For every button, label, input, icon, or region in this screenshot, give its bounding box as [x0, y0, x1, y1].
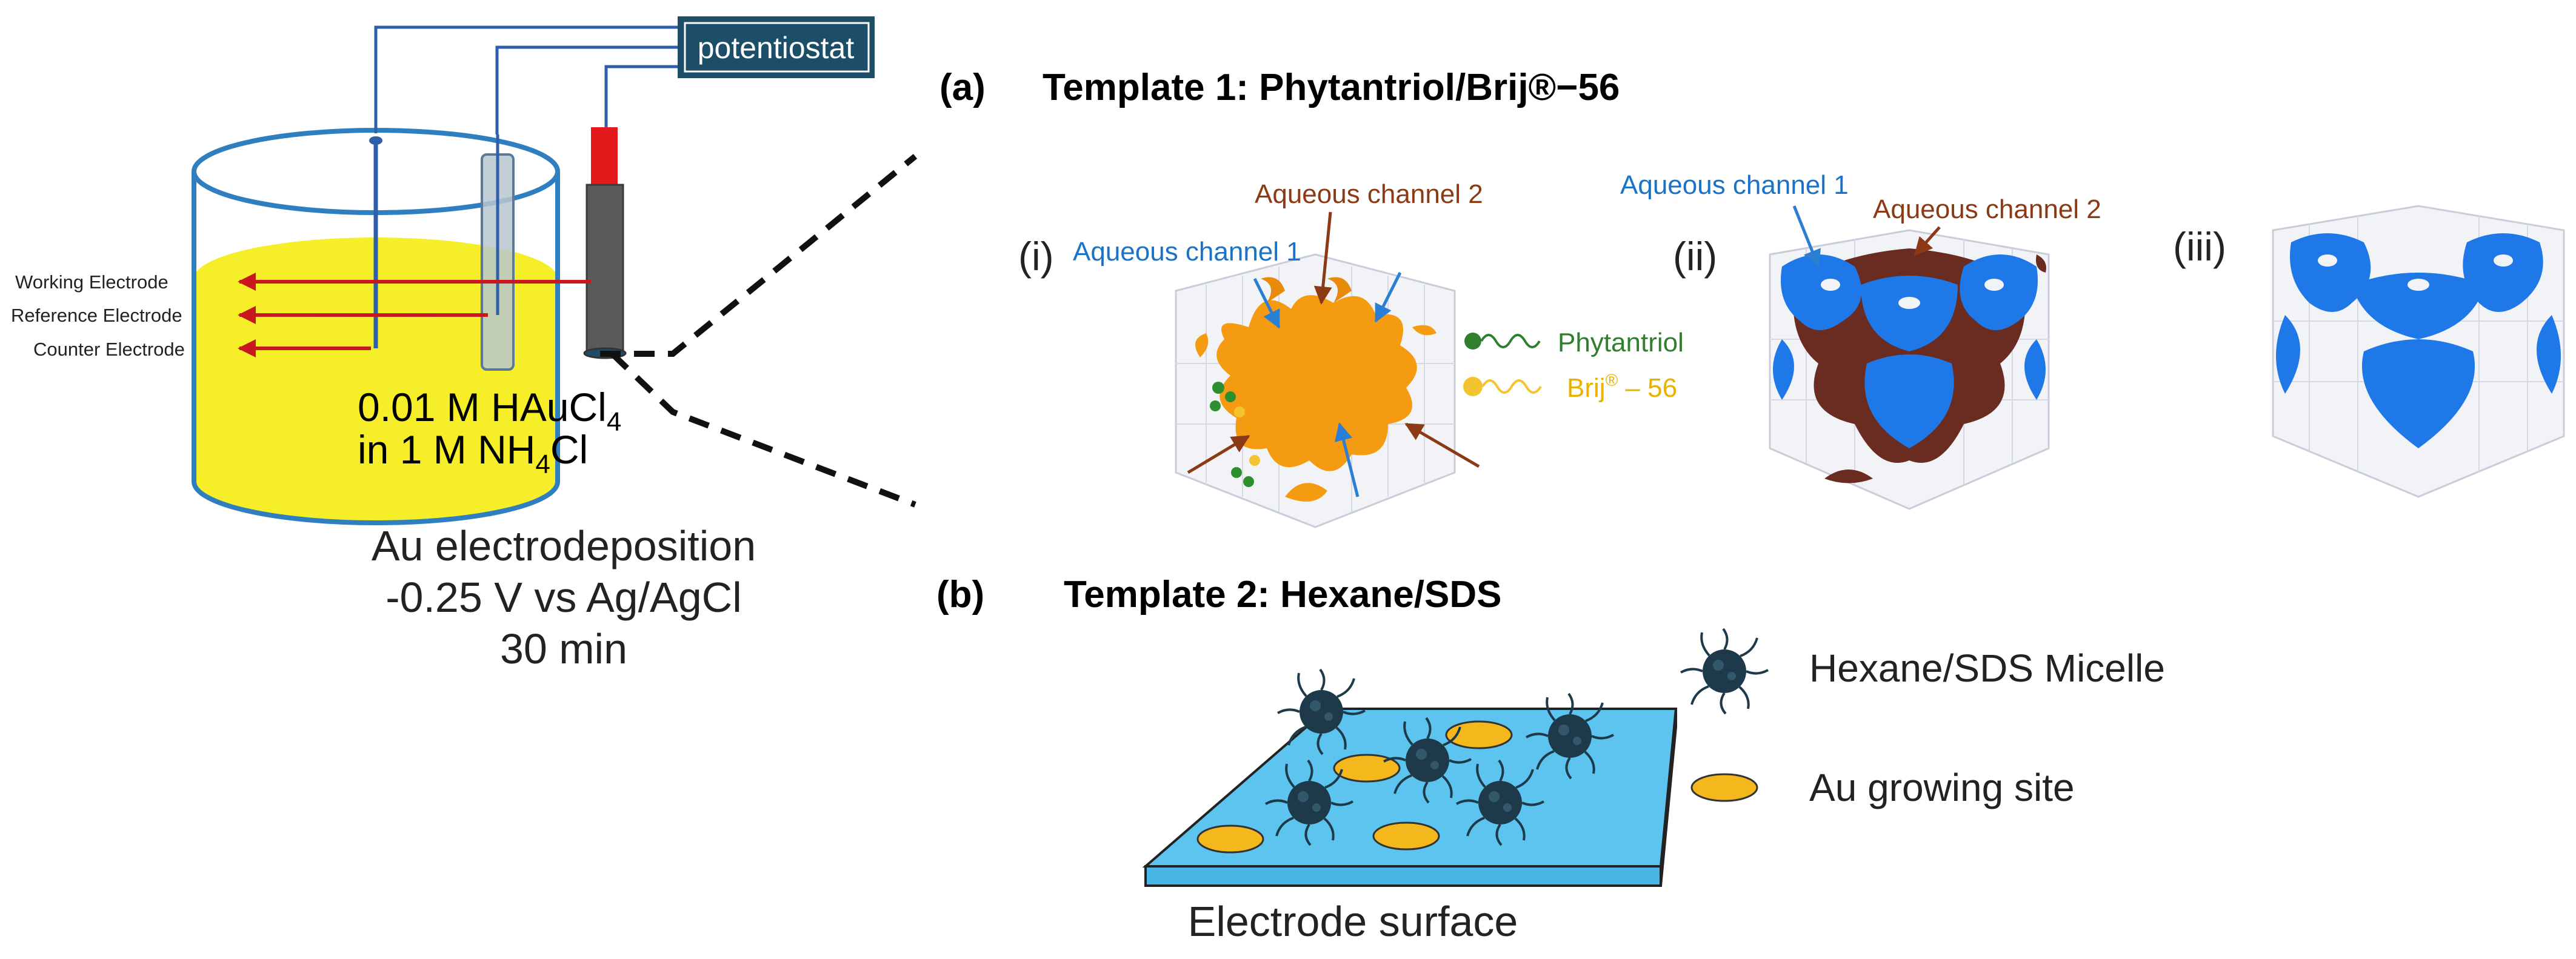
subpanel-i-label: (i) — [1018, 234, 1054, 279]
wires — [374, 25, 678, 145]
gold-sites — [1196, 720, 1513, 854]
subpanel-iii-label: (iii) — [2173, 224, 2226, 269]
solution-line-2: in 1 M NH4Cl — [358, 427, 588, 479]
subpanel-ii-label: (ii) — [1673, 234, 1717, 279]
label-reference-electrode: Reference Electrode — [11, 305, 182, 326]
zoom-lines — [600, 154, 918, 508]
electrochemical-cell: potentiostat Working Electrode Reference… — [11, 16, 918, 672]
panel-a: (a) Template 1: Phytantriol/Brij®−56 (i) — [939, 67, 2565, 528]
orange-channel-cube — [1175, 253, 1456, 528]
panel-b: (b) Template 2: Hexane/SDS Electrode sur… — [936, 574, 2165, 945]
label-aqueous-channel-1-i: Aqueous channel 1 — [1073, 237, 1301, 267]
blue-channel-cube — [2272, 205, 2565, 498]
electrode-surface-label: Electrode surface — [1188, 898, 1518, 945]
method-line-1: Au electrodeposition — [372, 522, 756, 569]
method-line-2: -0.25 V vs Ag/AgCl — [385, 574, 742, 621]
legend-gold-site: Au growing site — [1809, 766, 2075, 809]
panel-a-title: Template 1: Phytantriol/Brij®−56 — [1043, 67, 1620, 108]
potentiostat-label: potentiostat — [698, 31, 855, 65]
gold-site-legend-icon — [1690, 773, 1758, 802]
legend-phytantriol: Phytantriol — [1558, 328, 1684, 357]
counter-electrode — [586, 184, 624, 354]
label-aqueous-channel-1-ii: Aqueous channel 1 — [1620, 170, 1849, 200]
method-line-3: 30 min — [500, 625, 627, 672]
label-counter-electrode: Counter Electrode — [33, 339, 185, 360]
potentiostat-box — [678, 16, 875, 78]
label-working-electrode: Working Electrode — [15, 271, 169, 293]
micelle-legend-icon — [1680, 628, 1769, 715]
label-aqueous-channel-2-i: Aqueous channel 2 — [1255, 179, 1483, 209]
solution-line-1: 0.01 M HAuCl4 — [358, 385, 621, 437]
label-aqueous-channel-2-ii: Aqueous channel 2 — [1873, 194, 2101, 224]
electrode-leads — [238, 273, 591, 357]
brij-molecule-icon — [1463, 377, 1542, 396]
phytantriol-molecule-icon — [1464, 333, 1541, 350]
legend-brij: Brij® – 56 — [1567, 371, 1677, 403]
electrolyte-solution — [194, 279, 558, 523]
panel-b-title: Template 2: Hexane/SDS — [1064, 574, 1501, 616]
electrode-surface-plate — [1142, 708, 1678, 887]
panel-b-label: (b) — [936, 574, 984, 616]
blue-brown-channel-cube — [1769, 229, 2050, 510]
panel-a-label: (a) — [939, 67, 986, 108]
counter-electrode-cap — [591, 127, 618, 188]
legend-micelle: Hexane/SDS Micelle — [1809, 646, 2165, 690]
